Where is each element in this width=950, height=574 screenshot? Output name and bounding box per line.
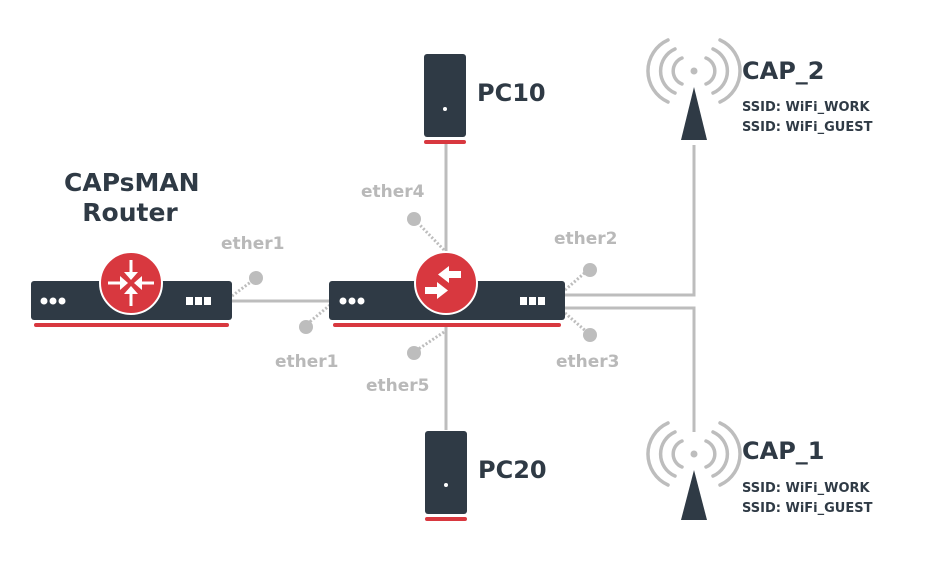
cap2-ssid-guest: SSID: WiFi_GUEST	[742, 120, 873, 135]
switch-port-ether1: ether1	[275, 352, 339, 372]
switch-device[interactable]	[329, 251, 565, 327]
port-dot-ether5	[407, 346, 421, 360]
cap1-ssid-work: SSID: WiFi_WORK	[742, 481, 870, 496]
cap1-ssid-guest: SSID: WiFi_GUEST	[742, 501, 873, 516]
router-port-ether1: ether1	[221, 234, 285, 254]
link-switch-cap2	[565, 145, 696, 297]
cap1-antenna-icon[interactable]	[646, 421, 742, 520]
cap2-label: CAP_2	[742, 57, 825, 85]
pc10-device[interactable]	[424, 54, 466, 144]
pc20-device[interactable]	[425, 431, 467, 521]
cap2-ssid-work: SSID: WiFi_WORK	[742, 100, 870, 115]
port-dot-ether3	[583, 328, 597, 342]
switch-port-ether4: ether4	[361, 182, 425, 202]
pc10-label: PC10	[477, 79, 546, 107]
cap2-ssid-list: SSID: WiFi_WORK SSID: WiFi_GUEST	[742, 98, 872, 138]
cap1-label: CAP_1	[742, 437, 825, 465]
cap2-antenna-icon[interactable]	[646, 38, 742, 140]
router-title-line1: CAPsMAN	[64, 168, 200, 197]
link-switch-cap1	[565, 306, 696, 432]
router-converge-icon	[99, 251, 163, 315]
port-dot-router-ether1	[249, 271, 263, 285]
port-dot-switch-ether1	[299, 320, 313, 334]
switch-port-ether2: ether2	[554, 229, 618, 249]
pc20-label: PC20	[478, 456, 547, 484]
port-dots	[249, 212, 597, 360]
port-dot-ether4	[407, 212, 421, 226]
port-dot-ether2	[583, 263, 597, 277]
switch-port-ether5: ether5	[366, 376, 430, 396]
switch-port-ether3: ether3	[556, 352, 620, 372]
switch-arrows-icon	[414, 251, 478, 315]
router-title: CAPsMAN Router	[64, 168, 200, 228]
connections	[232, 143, 696, 432]
cap1-ssid-list: SSID: WiFi_WORK SSID: WiFi_GUEST	[742, 479, 872, 519]
capsman-router-device[interactable]	[31, 251, 232, 327]
router-title-line2: Router	[82, 198, 178, 227]
